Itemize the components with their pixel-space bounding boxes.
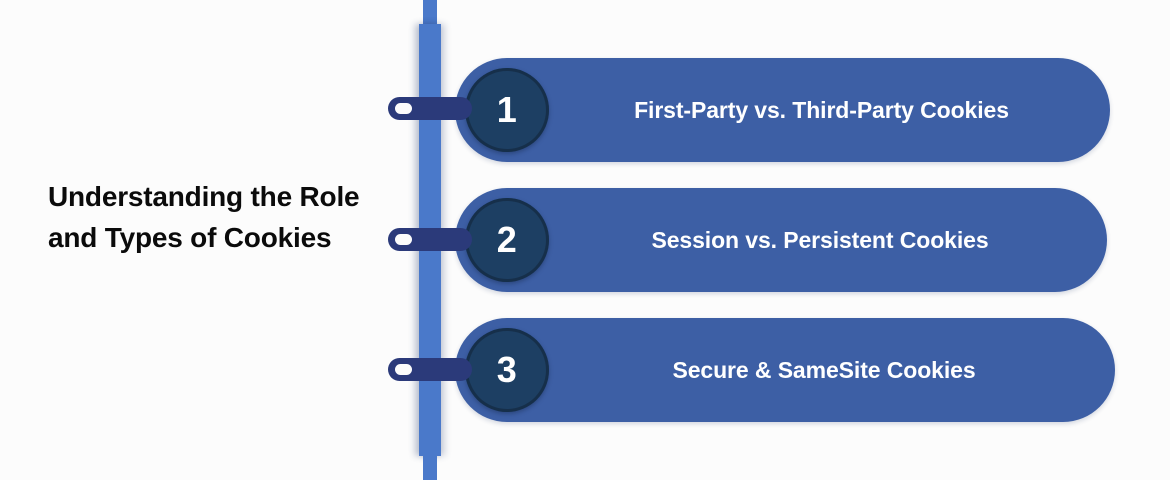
item-pill-2 bbox=[455, 188, 1107, 292]
item-label-2: Session vs. Persistent Cookies bbox=[651, 226, 989, 253]
item-number-badge-2: 2 bbox=[465, 198, 549, 282]
connector-pin-icon-1 bbox=[388, 97, 472, 120]
item-number-badge-1: 1 bbox=[465, 68, 549, 152]
item-number-3: 3 bbox=[496, 349, 518, 390]
timeline-item-2[interactable]: 2 Session vs. Persistent Cookies bbox=[455, 188, 1107, 292]
item-number-1: 1 bbox=[496, 89, 518, 130]
item-label-1: First-Party vs. Third-Party Cookies bbox=[634, 96, 1009, 123]
connector-pin-icon-3 bbox=[388, 358, 472, 381]
spine-stub-bottom bbox=[423, 454, 437, 480]
item-number-2: 2 bbox=[496, 219, 518, 260]
item-pill-3 bbox=[455, 318, 1115, 422]
timeline-item-3[interactable]: 3 Secure & SameSite Cookies bbox=[455, 318, 1115, 422]
spine-stub-top bbox=[423, 0, 437, 26]
page-title: Understanding the Role and Types of Cook… bbox=[48, 181, 360, 253]
item-label-3: Secure & SameSite Cookies bbox=[672, 356, 976, 383]
timeline-item-1[interactable]: 1 First-Party vs. Third-Party Cookies bbox=[455, 58, 1110, 162]
item-number-badge-3: 3 bbox=[465, 328, 549, 412]
item-pill-1 bbox=[455, 58, 1110, 162]
connector-pin-icon-2 bbox=[388, 228, 472, 251]
